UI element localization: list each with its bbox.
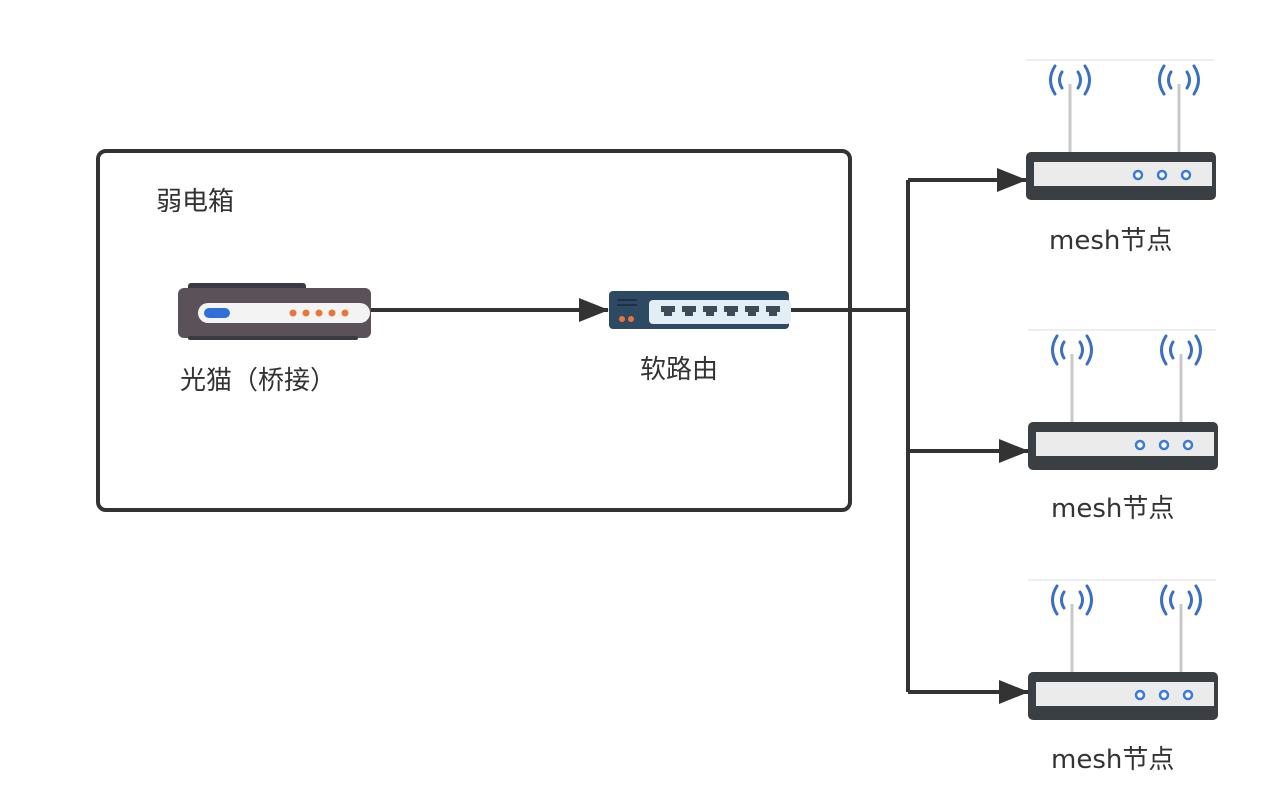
modem-icon[interactable] (178, 283, 371, 340)
wifi-router-icon[interactable] (1028, 329, 1218, 470)
mesh-node-label-3: mesh节点 (1051, 745, 1175, 775)
mesh-nodes (1026, 59, 1218, 720)
status-led (1134, 689, 1146, 701)
status-led (1182, 689, 1194, 701)
wifi-signal-icon (1049, 64, 1091, 96)
mesh-node-label-2: mesh节点 (1051, 494, 1175, 524)
status-led (1158, 689, 1170, 701)
wifi-signal-icon (1051, 334, 1093, 366)
wifi-signal-icon (1158, 64, 1200, 96)
status-led (1158, 439, 1170, 451)
router-label: 软路由 (640, 355, 719, 385)
wifi-signal-icon (1160, 334, 1202, 366)
status-led (1134, 439, 1146, 451)
status-led (1132, 169, 1144, 181)
group-box-weak-current (96, 149, 852, 512)
mesh-node-label-1: mesh节点 (1049, 226, 1173, 256)
status-led (1180, 169, 1192, 181)
status-led (1182, 439, 1194, 451)
modem-label: 光猫（桥接） (180, 366, 337, 396)
wifi-router-icon[interactable] (1026, 59, 1216, 200)
edges (370, 168, 1029, 704)
wifi-router-icon[interactable] (1028, 579, 1218, 720)
wifi-signal-icon (1051, 584, 1093, 616)
wifi-signal-icon (1160, 584, 1202, 616)
group-title: 弱电箱 (156, 187, 235, 217)
status-led (1156, 169, 1168, 181)
switch-icon[interactable] (609, 291, 791, 329)
